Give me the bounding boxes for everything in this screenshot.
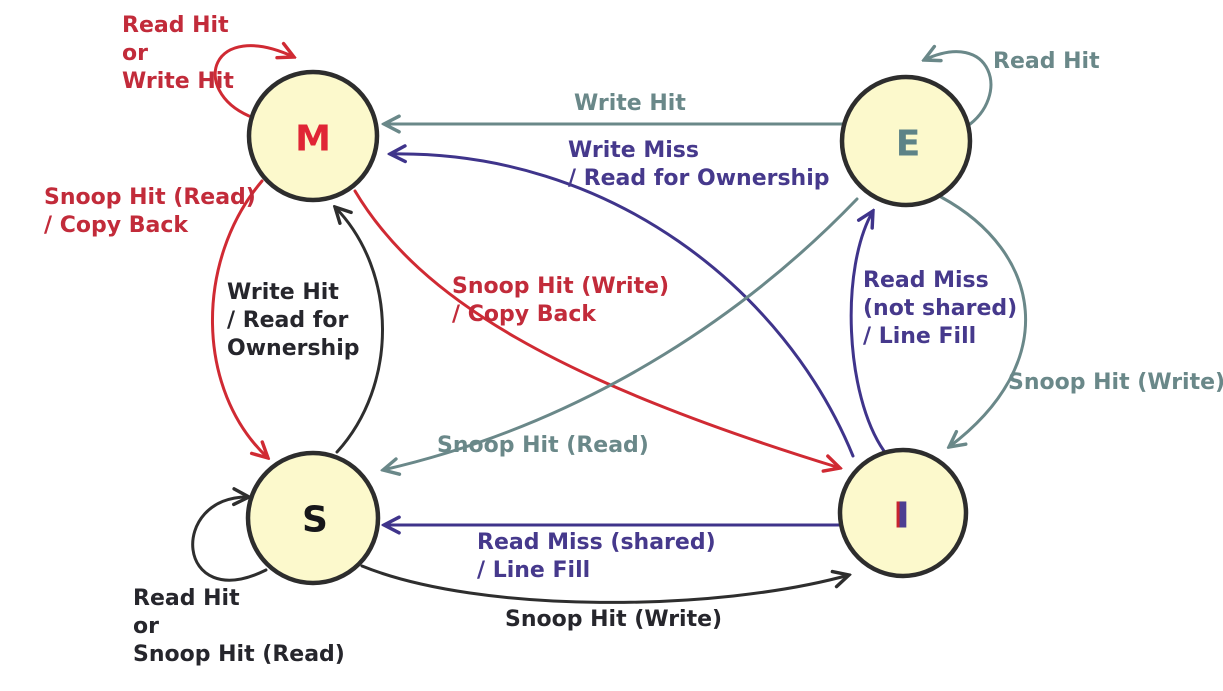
edge-i-to-m-arrow — [390, 154, 855, 458]
edge-label-m-to-s: Snoop Hit (Read) / Copy Back — [44, 185, 256, 238]
state-label-shared: S — [302, 499, 328, 541]
state-node-shared — [245, 450, 381, 586]
state-label-exclusive: E — [895, 123, 921, 165]
edge-label-m-to-i: Snoop Hit (Write) / Copy Back — [452, 274, 670, 327]
edge-label-s-self: Read Hit or Snoop Hit (Read) — [133, 586, 345, 667]
state-node-invalid — [837, 447, 969, 579]
edge-label-e-self: Read Hit — [993, 49, 1100, 74]
edge-m-to-s-arrow — [211, 179, 268, 458]
edge-label-s-to-i: Snoop Hit (Write) — [505, 607, 723, 632]
edge-label-s-to-m: Write Hit / Read for Ownership — [227, 280, 360, 361]
state-node-modified — [246, 69, 380, 203]
self-loop-m-arrow — [213, 46, 294, 118]
edge-s-to-m-arrow — [335, 207, 384, 454]
self-loop-e-arrow — [924, 52, 993, 129]
state-node-exclusive — [839, 74, 973, 208]
edge-label-i-to-m: Write Miss / Read for Ownership — [568, 138, 830, 191]
edge-label-i-to-e: Read Miss (not shared) / Line Fill — [863, 268, 1018, 349]
edge-label-i-to-s: Read Miss (shared) / Line Fill — [477, 530, 716, 583]
edge-label-m-self: Read Hit or Write Hit — [122, 13, 234, 94]
edge-i-to-e-arrow — [849, 211, 886, 453]
state-label-invalid: I — [896, 495, 910, 537]
self-loop-s-arrow — [191, 497, 268, 582]
edge-s-to-i-arrow — [360, 564, 849, 604]
edge-label-e-to-s: Snoop Hit (Read) — [437, 433, 649, 458]
edge-e-to-i-arrow — [939, 195, 1027, 447]
edge-label-e-to-m: Write Hit — [574, 91, 686, 116]
edge-label-e-to-i: Snoop Hit (Write) — [1008, 370, 1223, 395]
edge-m-to-i-arrow — [353, 189, 840, 468]
edge-e-to-s-arrow — [383, 197, 859, 470]
state-label-modified: M — [295, 118, 331, 160]
